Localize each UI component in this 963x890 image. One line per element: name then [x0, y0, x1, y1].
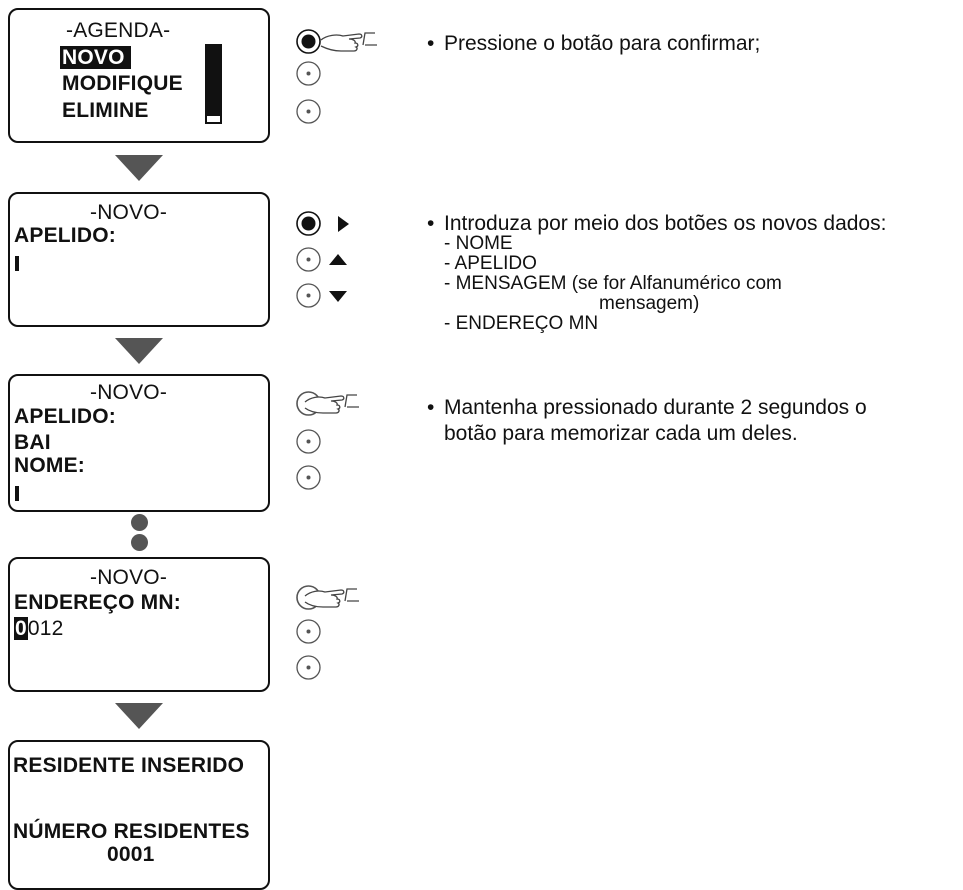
list-item: - MENSAGEM (se for Alfanumérico com	[444, 273, 782, 294]
address-value[interactable]: 0012	[14, 617, 64, 641]
list-item: - NOME	[444, 233, 513, 254]
instruction-hold: • Mantenha pressionado durante 2 segundo…	[427, 397, 947, 447]
pointing-finger-icon[interactable]	[295, 390, 385, 418]
triangle-right-icon	[338, 216, 349, 232]
bullet: •	[427, 396, 435, 419]
lcd-screen-novo-apelido: -NOVO- APELIDO:	[8, 192, 270, 327]
dot-circle-button-icon[interactable]	[295, 60, 322, 87]
menu-item-modifique[interactable]: MODIFIQUE	[62, 72, 183, 95]
ellipsis-dot-icon	[131, 534, 148, 551]
filled-circle-button-icon[interactable]	[295, 28, 322, 55]
button-group-confirm	[295, 28, 385, 128]
ellipsis-dot-icon	[131, 514, 148, 531]
scrollbar[interactable]	[205, 44, 222, 124]
dot-circle-button-icon[interactable]	[295, 246, 322, 273]
field-label: APELIDO:	[14, 224, 116, 247]
list-item: - APELIDO	[444, 253, 537, 274]
dot-circle-button-icon[interactable]	[295, 98, 322, 125]
field-label: ENDEREÇO MN:	[14, 591, 181, 614]
flow-arrow-down-icon	[115, 155, 163, 181]
field-label: APELIDO:	[14, 405, 116, 428]
screen-title: -NOVO-	[90, 201, 168, 224]
flow-arrow-down-icon	[115, 338, 163, 364]
dot-circle-button-icon[interactable]	[295, 282, 322, 309]
lcd-screen-novo-nome: -NOVO- APELIDO: BAI NOME:	[8, 374, 270, 512]
lcd-screen-novo-endereco: -NOVO- ENDEREÇO MN: 0012	[8, 557, 270, 692]
menu-item-novo[interactable]: NOVO	[60, 46, 131, 70]
field-value: BAI	[14, 431, 51, 454]
pointing-finger-icon	[320, 32, 377, 52]
lcd-screen-residente-inserido: RESIDENTE INSERIDO NÚMERO RESIDENTES 000…	[8, 740, 270, 890]
dot-circle-button-icon[interactable]	[295, 428, 322, 455]
status-message: RESIDENTE INSERIDO	[13, 754, 245, 777]
triangle-up-icon	[329, 254, 347, 265]
list-item: mensagem)	[599, 293, 700, 314]
dot-circle-button-icon[interactable]	[295, 654, 322, 681]
flow-arrow-down-icon	[115, 703, 163, 729]
dot-circle-button-icon[interactable]	[295, 618, 322, 645]
triangle-down-icon	[329, 291, 347, 302]
address-rest: 012	[27, 617, 64, 640]
button-group-hold	[295, 390, 385, 490]
screen-title: -NOVO-	[90, 381, 168, 404]
count-label: NÚMERO RESIDENTES	[13, 820, 250, 843]
screen-title: -AGENDA-	[66, 19, 171, 42]
instruction-text: Pressione o botão para confirmar;	[444, 32, 761, 55]
button-group-navigate	[295, 210, 385, 310]
menu-item-elimine[interactable]: ELIMINE	[62, 99, 149, 122]
count-value: 0001	[107, 843, 155, 866]
lcd-screen-agenda: -AGENDA- NOVO MODIFIQUE ELIMINE	[8, 8, 270, 143]
dot-circle-button-icon[interactable]	[295, 464, 322, 491]
instruction-text: botão para memorizar cada um deles.	[444, 422, 798, 445]
text-cursor	[15, 256, 19, 271]
instruction-text: Mantenha pressionado durante 2 segundos …	[444, 396, 867, 419]
text-cursor	[15, 486, 19, 501]
selected-digit: 0	[14, 617, 28, 640]
list-item: - ENDEREÇO MN	[444, 313, 599, 334]
field-label: NOME:	[14, 454, 85, 477]
bullet: •	[427, 212, 435, 235]
pointing-finger-icon[interactable]	[295, 584, 385, 612]
instruction-input: • Introduza por meio dos botões os novos…	[427, 213, 957, 363]
menu-item-label: NOVO	[60, 46, 131, 69]
instruction-text: Introduza por meio dos botões os novos d…	[444, 212, 887, 235]
filled-circle-button-icon[interactable]	[295, 210, 322, 237]
screen-title: -NOVO-	[90, 566, 168, 589]
button-group-hold-2	[295, 584, 385, 684]
scrollbar-thumb[interactable]	[207, 46, 220, 116]
bullet: •	[427, 32, 435, 55]
